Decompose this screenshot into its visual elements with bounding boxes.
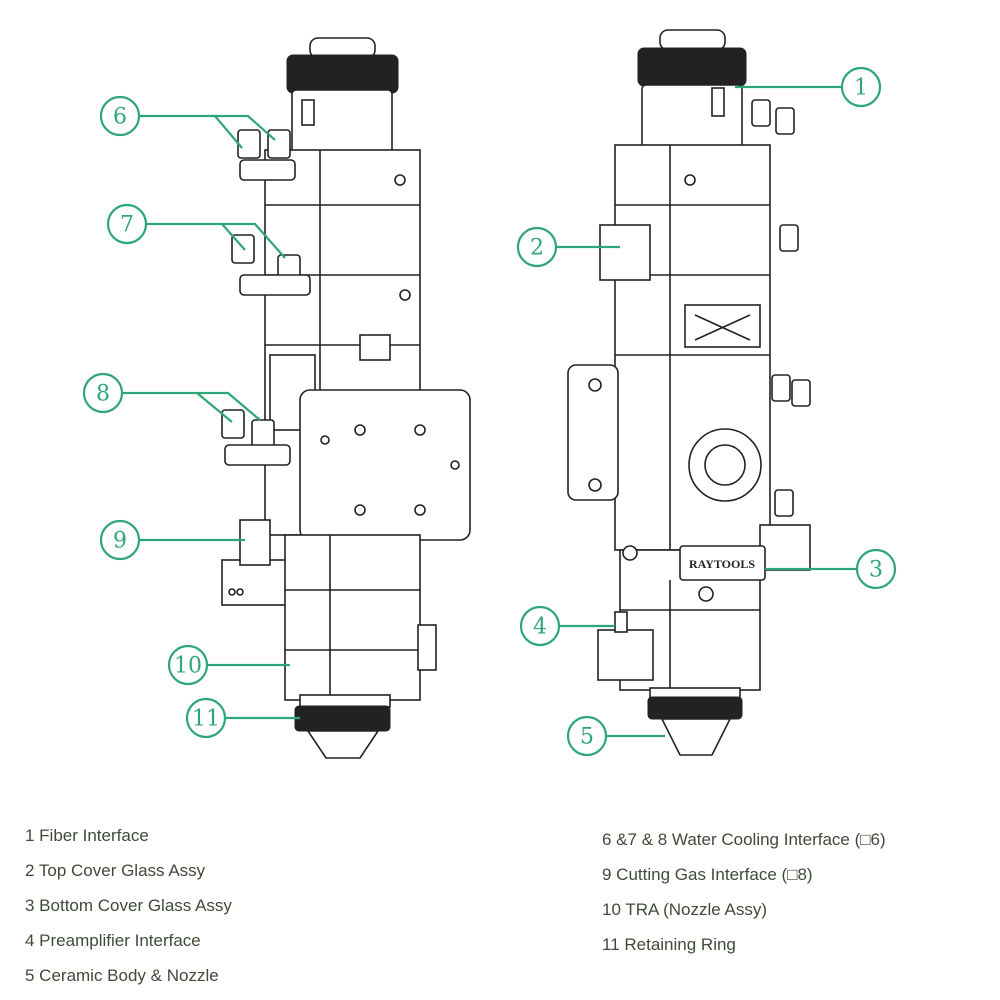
legend-item: 5 Ceramic Body & Nozzle [25,966,219,985]
svg-text:3: 3 [869,558,883,583]
legend-item: 3 Bottom Cover Glass Assy [25,896,232,915]
callout-3: 3 [855,548,897,590]
legend-item: 2 Top Cover Glass Assy [25,861,206,880]
callout-9: 9 [99,519,141,561]
callout-2: 2 [516,226,558,268]
callout-7: 7 [106,203,148,245]
left-view-laser-head [221,37,471,759]
svg-text:4: 4 [533,615,547,640]
right-view-laser-head: RAYTOOLS [567,29,811,756]
legend-item: 9 Cutting Gas Interface (□8) [602,865,813,884]
svg-text:7: 7 [120,213,134,238]
legend-item: 4 Preamplifier Interface [25,931,201,950]
raytools-badge: RAYTOOLS [689,557,755,571]
callout-1: 1 [840,66,882,108]
legend-item: 6 &7 & 8 Water Cooling Interface (□6) [602,830,886,849]
svg-text:6: 6 [113,105,127,130]
svg-text:5: 5 [580,725,594,750]
legend-left: 1 Fiber Interface 2 Top Cover Glass Assy… [25,818,232,993]
svg-text:11: 11 [192,707,220,732]
legend-right: 6 &7 & 8 Water Cooling Interface (□6) 9 … [602,822,886,962]
callout-6: 6 [99,95,141,137]
svg-text:8: 8 [96,382,110,407]
callout-10: 10 [167,644,209,686]
svg-text:2: 2 [530,236,544,261]
svg-text:1: 1 [854,76,868,101]
svg-text:10: 10 [174,654,202,679]
callout-5: 5 [566,715,608,757]
callout-leaders [122,85,857,738]
legend-item: 11 Retaining Ring [602,935,736,954]
svg-text:9: 9 [113,529,127,554]
legend-item: 10 TRA (Nozzle Assy) [602,900,768,919]
legend-item: 1 Fiber Interface [25,826,149,845]
callout-8: 8 [82,372,124,414]
laser-head-diagram: RAYTOOLS 1 2 3 4 5 6 7 8 9 10 11 [82,29,897,759]
callout-11: 11 [185,697,227,739]
callout-4: 4 [519,605,561,647]
